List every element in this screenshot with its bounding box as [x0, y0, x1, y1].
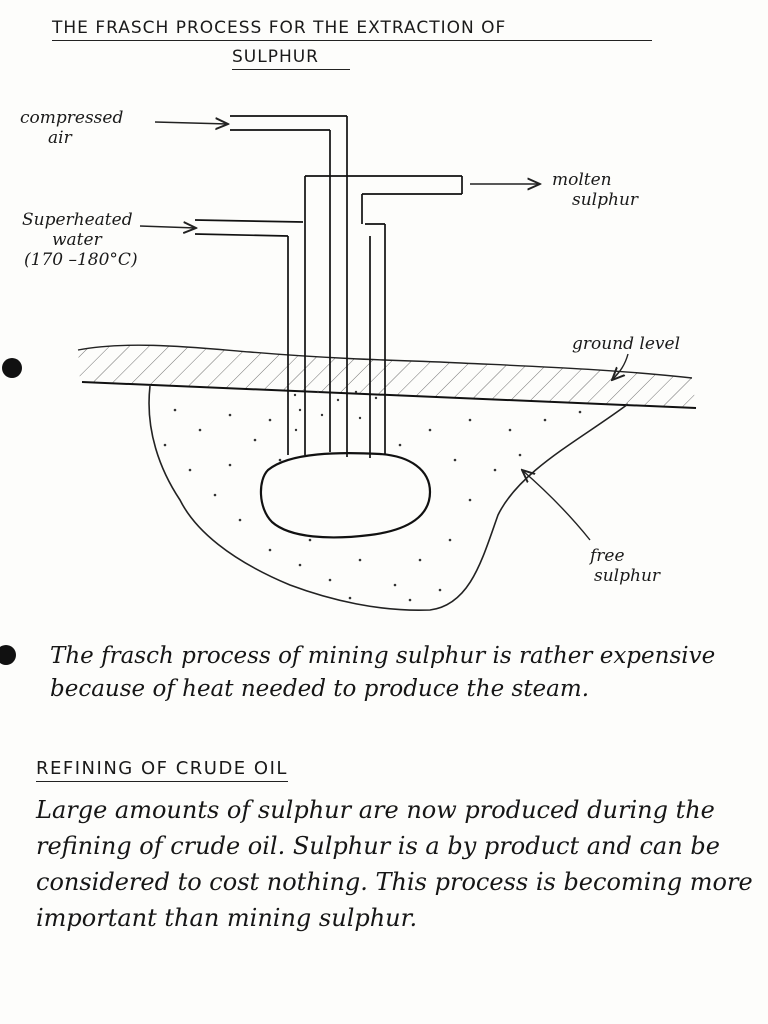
- compressed-air-arrow: [155, 122, 228, 124]
- cost-note: The frasch process of mining sulphur is …: [50, 640, 750, 706]
- free-sulphur-arrow: [522, 470, 590, 540]
- ground-hatch: [78, 345, 696, 408]
- compressed-air-label: compressed air: [20, 108, 123, 148]
- molten-sulphur-label-line-2: sulphur: [572, 190, 638, 210]
- free-sulphur-label: free sulphur: [590, 546, 660, 586]
- pipe-ground-dots: [294, 391, 377, 431]
- superheated-water-label: Superheated water (170 –180°C): [22, 210, 138, 270]
- outer-pipe: [195, 220, 385, 458]
- margin-bullet-top: [2, 358, 22, 378]
- refining-heading: REFINING OF CRUDE OIL: [36, 758, 288, 782]
- molten-sulphur-pool: [261, 453, 430, 537]
- ground-level-label: ground level: [572, 334, 680, 354]
- middle-pipe: [305, 176, 462, 455]
- molten-sulphur-label: molten sulphur: [552, 170, 638, 210]
- free-sulphur-label-line-2: sulphur: [594, 566, 660, 586]
- free-sulphur-label-line-1: free: [590, 546, 660, 566]
- molten-sulphur-label-line-1: molten: [552, 170, 638, 190]
- compressed-air-label-line-2: air: [48, 128, 123, 148]
- superheated-water-label-line-2: water: [52, 230, 138, 250]
- compressed-air-label-line-1: compressed: [20, 108, 123, 128]
- superheated-water-label-line-1: Superheated: [22, 210, 138, 230]
- refining-body: Large amounts of sulphur are now produce…: [36, 792, 756, 936]
- superheated-water-arrow: [140, 226, 196, 228]
- water-temperature-label: (170 –180°C): [24, 250, 138, 270]
